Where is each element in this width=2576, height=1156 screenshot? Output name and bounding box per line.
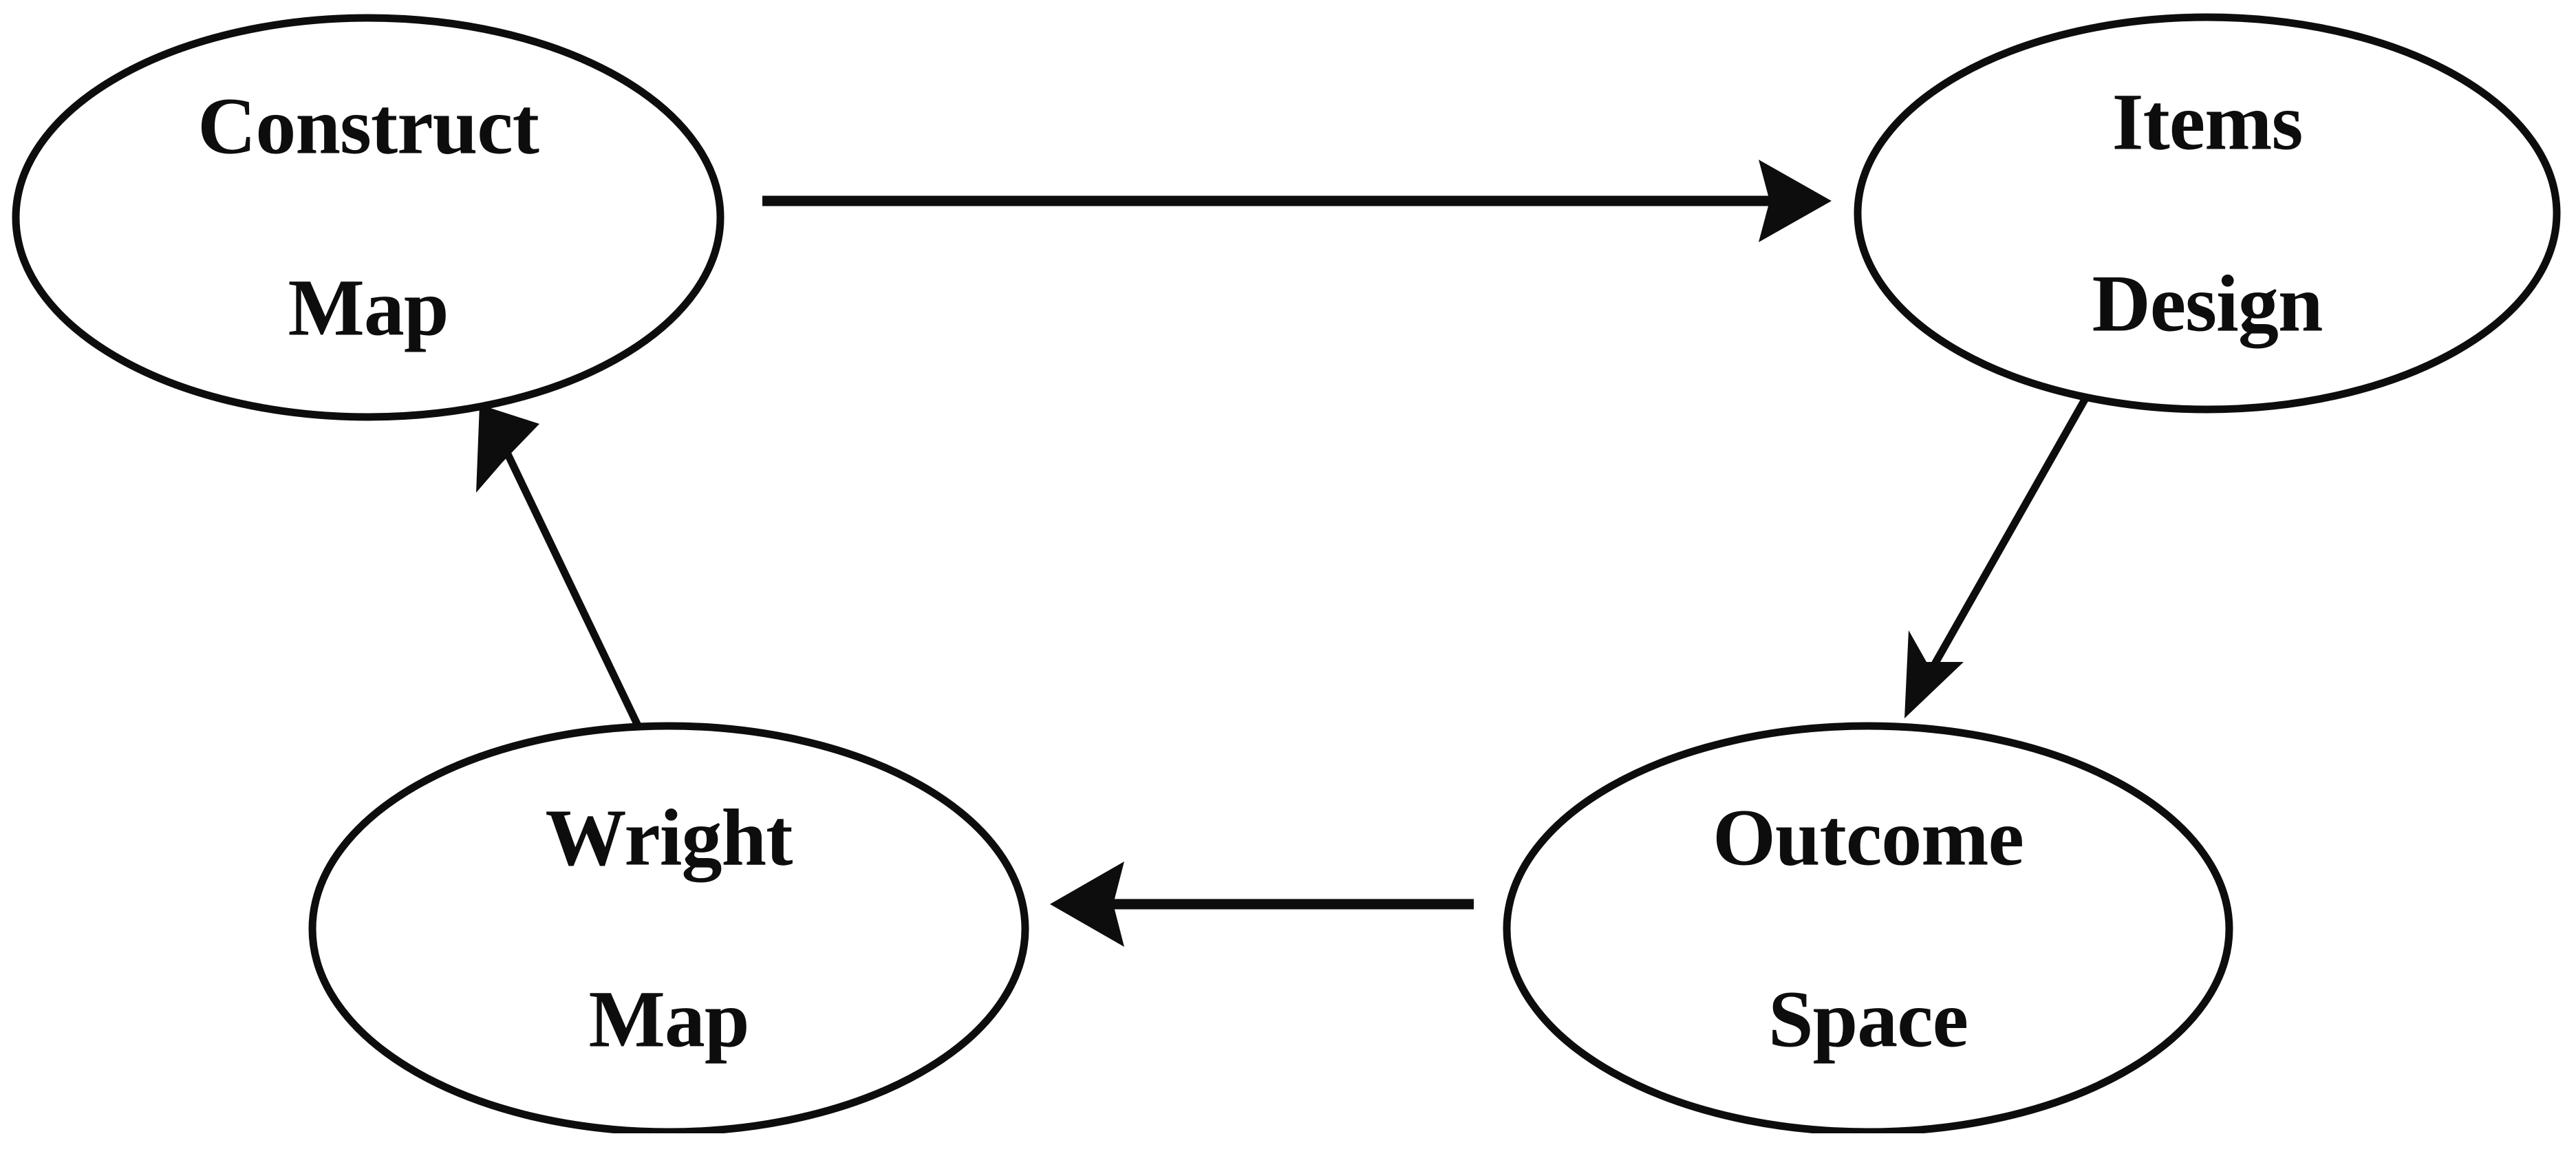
edge-line-wright-map-to-construct-map	[504, 452, 656, 758]
edge-items-design-to-outcome-space[interactable]	[1904, 392, 2092, 718]
node-outcome-space[interactable]	[1503, 722, 2233, 1133]
edge-wright-map-to-construct-map[interactable]	[476, 405, 656, 758]
arrow-up-left-icon	[476, 405, 539, 493]
edge-line-items-design-to-outcome-space	[1929, 392, 2092, 671]
node-wright-map[interactable]	[308, 722, 1029, 1133]
edge-outcome-space-to-wright-map[interactable]	[1050, 861, 1474, 947]
arrow-down-left-icon	[1904, 630, 1964, 718]
arrow-left-icon	[1050, 861, 1124, 947]
edge-construct-map-to-items-design[interactable]	[762, 160, 1832, 242]
node-construct-map[interactable]	[12, 14, 724, 421]
node-items-design[interactable]	[1854, 13, 2561, 414]
arrow-right-icon	[1759, 160, 1832, 242]
